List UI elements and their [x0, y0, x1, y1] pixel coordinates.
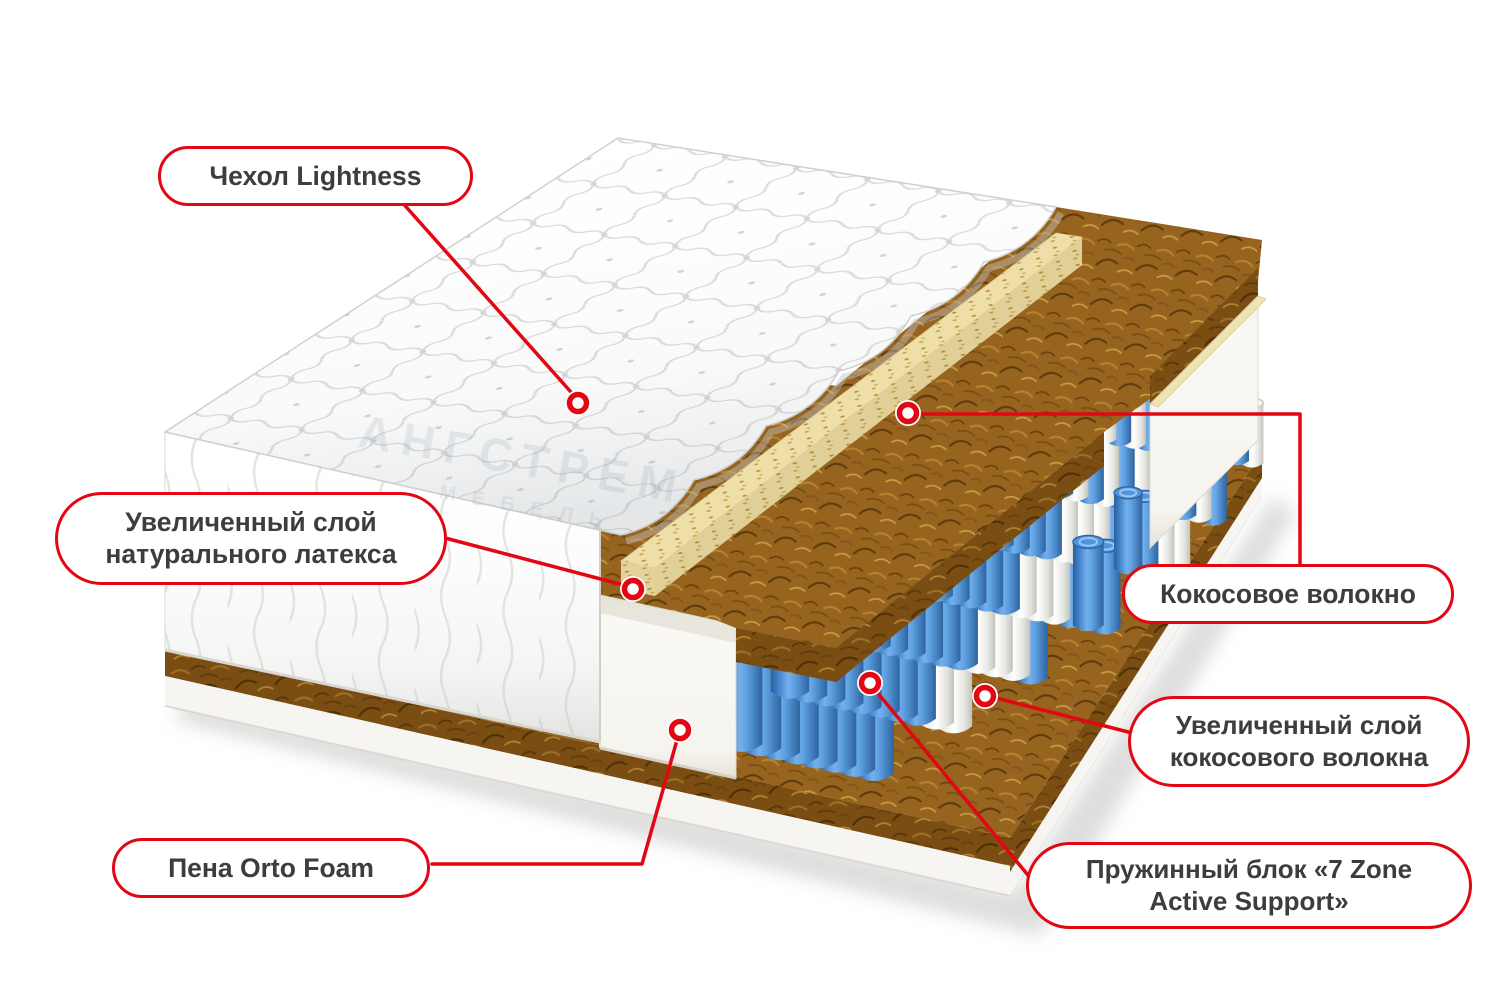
callout-latex: Увеличенный слой натурального латекса [55, 492, 447, 585]
marker-springs [857, 670, 883, 696]
callout-foam: Пена Orto Foam [112, 838, 430, 899]
foam-slab [599, 594, 737, 780]
callout-cover: Чехол Lightness [158, 146, 473, 207]
callout-connectors [398, 198, 1302, 882]
marker-coconut-thick [972, 683, 998, 709]
callout-coconut: Кокосовое волокно [1122, 564, 1454, 625]
end-foam-board [1149, 268, 1267, 550]
coir-top-layer [621, 207, 1262, 682]
marker-coconut [895, 400, 921, 426]
marker-cover [565, 390, 591, 416]
marker-latex [620, 576, 646, 602]
callout-coconut-thick: Увеличенный слой кокосового волокна [1128, 696, 1470, 788]
latex-layer [620, 232, 1083, 596]
marker-foam [667, 717, 693, 743]
callout-springs: Пружинный блок «7 Zone Active Support» [1026, 842, 1472, 930]
floor-shadow [172, 498, 1296, 936]
callout-markers [565, 390, 998, 743]
